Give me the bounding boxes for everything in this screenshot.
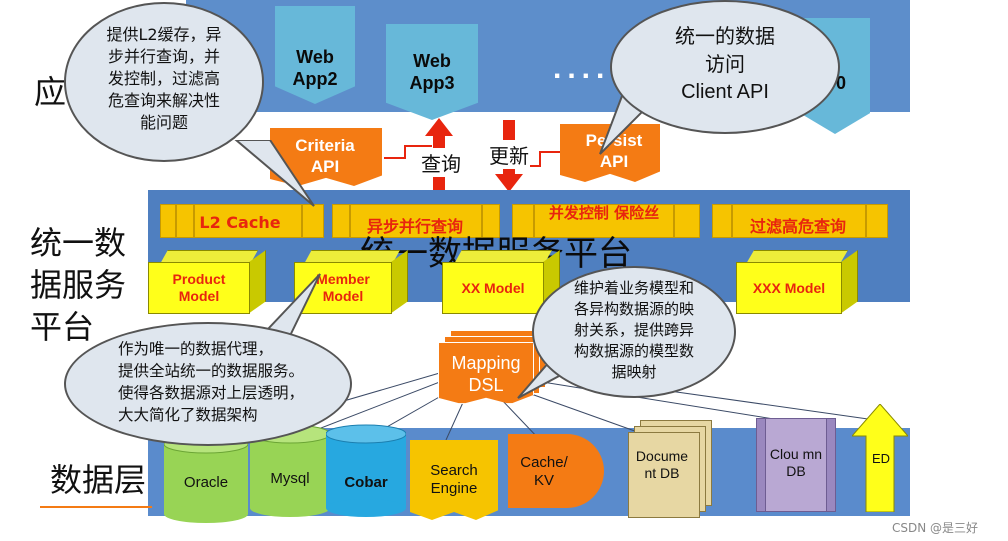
async-query-label: 异步并行查询 (366, 217, 463, 236)
webapp-3-label: Web App3 (409, 51, 455, 93)
filter-strip (712, 204, 888, 238)
cobar-label: Cobar (344, 474, 388, 491)
data-layer-underline (40, 506, 152, 508)
client-api-bubble: 统一的数据 访问 Client API (610, 0, 840, 134)
xxx-model-label: XXX Model (752, 279, 826, 296)
webapp-2: Web App2 (275, 6, 355, 104)
column-db-label: Clou mn DB (769, 446, 823, 479)
webapp-3: Web App3 (386, 24, 478, 120)
l2-bubble-line-4: 危查询来解决性 (107, 91, 220, 110)
proxy-bubble-line-2: 提供全站统一的数据服务。 (118, 362, 305, 380)
ed-label: ED (871, 451, 891, 466)
oracle-label: Oracle (183, 474, 229, 491)
proxy-bubble-line-4: 大大简化了数据架构 (118, 406, 258, 424)
mapping-bubble-line-2: 各异构数据源的映 (573, 300, 694, 318)
mapping-bubble-line-1: 维护着业务模型和 (573, 279, 694, 297)
concurrency-label: 并发控制 保险丝 (548, 204, 660, 222)
data-layer-label: 数据层 (50, 461, 147, 499)
mapping-bubble-line-3: 射关系，提供跨异 (573, 321, 694, 339)
concurrency-strip (512, 204, 700, 238)
mapping-bubble-line-5: 据映射 (611, 363, 657, 381)
l2-cache-label: L2 Cache (199, 213, 281, 232)
l2-bubble-tail (234, 140, 315, 207)
mapping-bubble-line-4: 构数据源的模型数 (573, 342, 694, 360)
l2-bubble-line-5: 能问题 (139, 113, 188, 132)
query-label: 查询 (420, 148, 462, 177)
l2-bubble: 提供L2缓存，异 步并行查询，并 发控制，过滤高 危查询来解决性 能问题 (64, 2, 264, 162)
client-bubble-line-3: Client API (681, 81, 769, 103)
l2-bubble-line-2: 步并行查询，并 (107, 47, 220, 66)
xx-model-label: XX Model (461, 279, 525, 296)
service-layer-label-text: 统一数据服务平台 (30, 224, 127, 346)
update-label: 更新 (488, 140, 530, 169)
app-layer-label: 应 (34, 73, 67, 111)
ed-arrow-icon (852, 404, 908, 512)
mapping-dsl-label: Mapping DSL (451, 353, 521, 395)
watermark: CSDN @是三好 (892, 521, 979, 535)
filter-label: 过滤高危查询 (749, 217, 846, 236)
member-model-label: Member Model (316, 271, 370, 304)
service-layer-label: 统一数据服务平台 (30, 222, 140, 348)
product-model-label: Product Model (172, 271, 226, 304)
search-engine-label: Search Engine (430, 462, 478, 497)
proxy-bubble-line-1: 作为唯一的数据代理， (118, 340, 274, 358)
webapp-2-label: Web App2 (292, 47, 338, 89)
criteria-api-label: Criteria API (295, 136, 355, 176)
client-bubble-line-1: 统一的数据 (675, 24, 775, 48)
async-query-strip (332, 204, 500, 238)
document-db-label: Docume nt DB (635, 448, 689, 481)
client-bubble-line-2: 访问 (705, 52, 745, 76)
l2-bubble-line-3: 发控制，过滤高 (107, 69, 220, 88)
persist-api: Persist API (560, 124, 660, 182)
l2-cache-strip (160, 204, 324, 238)
mapping-bubble: 维护着业务模型和 各异构数据源的映 射关系，提供跨异 构数据源的模型数 据映射 (532, 266, 736, 398)
cache-kv-label: Cache/ KV (520, 454, 568, 489)
proxy-bubble: 作为唯一的数据代理， 提供全站统一的数据服务。 使得各数据源对上层透明， 大大简… (64, 322, 352, 446)
mysql-label: Mysql (270, 470, 310, 487)
l2-bubble-line-1: 提供L2缓存，异 (106, 25, 222, 44)
proxy-bubble-line-3: 使得各数据源对上层透明， (118, 384, 305, 402)
